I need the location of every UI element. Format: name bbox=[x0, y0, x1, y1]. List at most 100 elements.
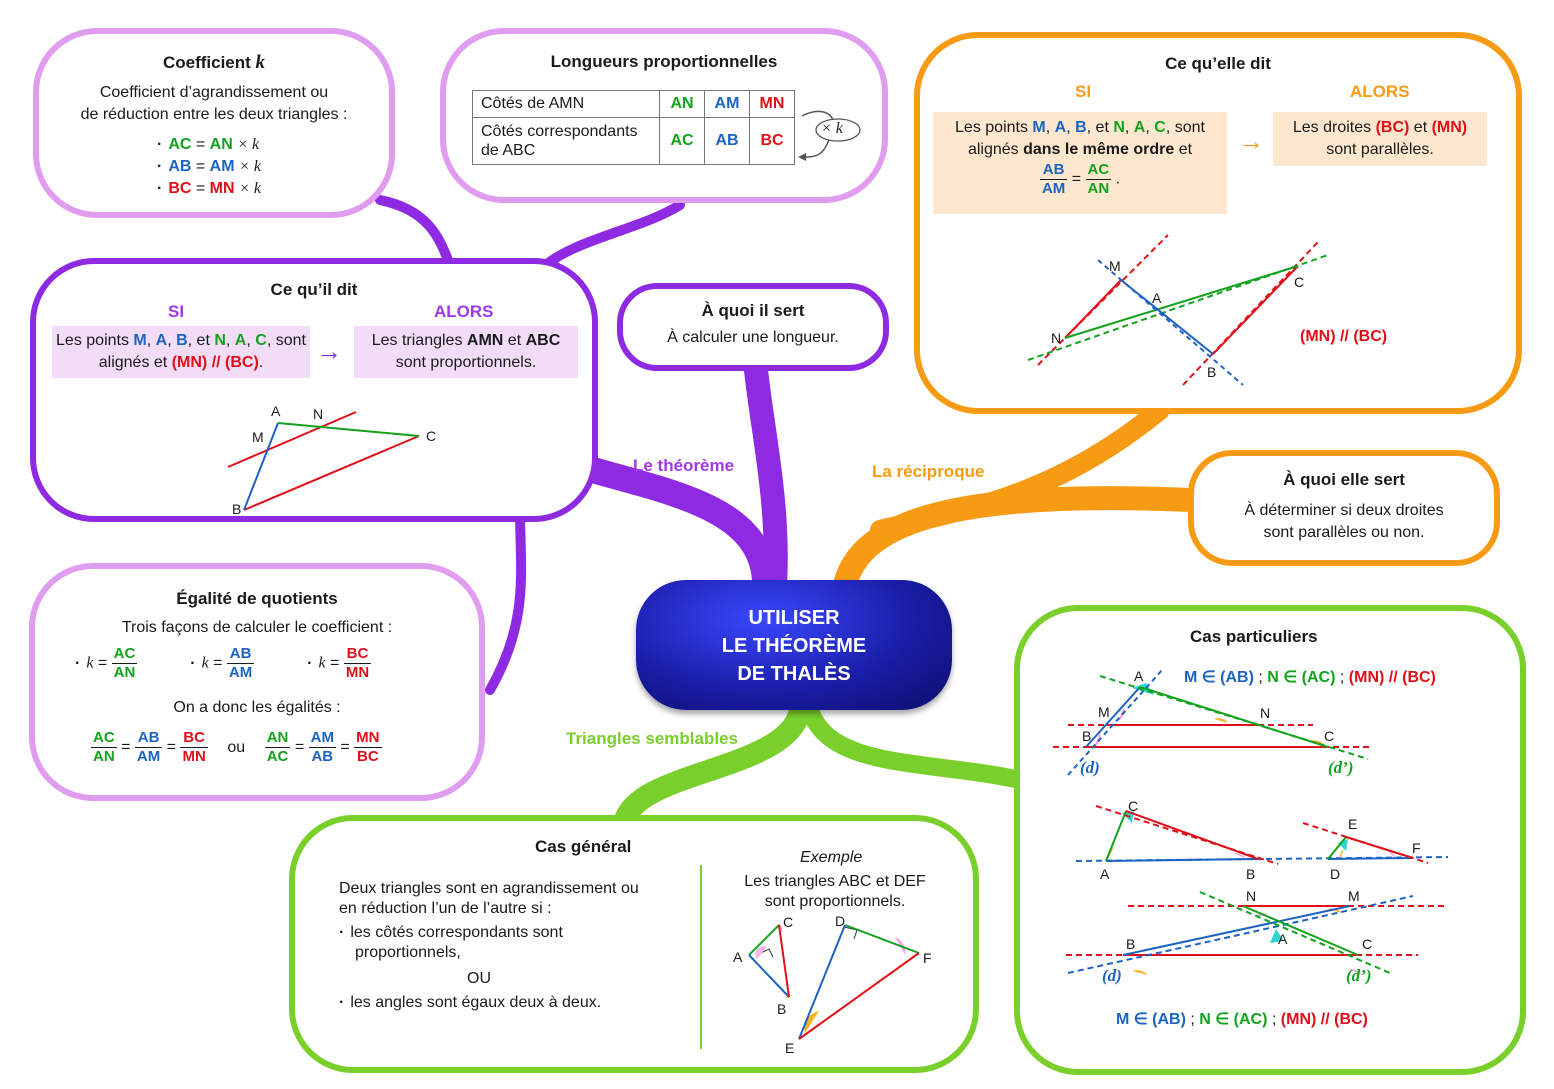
quoi-il-text: À calculer une longueur. bbox=[667, 329, 839, 346]
theoreme-figure: A N M B C bbox=[227, 403, 436, 517]
general-bullet1: ·les côtés correspondants sont bbox=[339, 924, 563, 941]
longueurs-box: Longueurs proportionnelles Côtés de AMN … bbox=[440, 28, 888, 203]
branch-coef bbox=[375, 195, 455, 270]
table-cell: AB bbox=[704, 117, 750, 165]
reciproque-si-block: Les points M, A, B, et N, A, C, sont ali… bbox=[933, 112, 1227, 214]
table-cell: BC bbox=[749, 117, 795, 165]
fig-label-a: A bbox=[271, 403, 281, 419]
coefficient-line2: de réduction entre les deux triangles : bbox=[80, 106, 348, 123]
particuliers-cond-bottom: M ∈ (AB) ; N ∈ (AC) ; (MN) // (BC) bbox=[1116, 1011, 1368, 1028]
quoi-elle-line2: sont parallèles ou non. bbox=[1263, 524, 1425, 541]
table-cell: MN bbox=[749, 90, 795, 118]
particuliers-figures: A M N B C (d) (d’) C A B E D F bbox=[1053, 668, 1449, 985]
fig-label-n: N bbox=[313, 406, 323, 422]
fig-label-f: F bbox=[923, 950, 932, 966]
fig-label-m: M bbox=[1348, 888, 1360, 904]
table-cell: AM bbox=[704, 90, 750, 118]
egalite-intro: Trois façons de calculer le coefficient … bbox=[121, 619, 393, 636]
general-line2: en réduction l’un de l’autre si : bbox=[339, 900, 552, 917]
particuliers-title: Cas particuliers bbox=[1190, 627, 1318, 646]
coef-eq-1: ·AC = AN × k bbox=[157, 136, 260, 153]
theoreme-si-label: SI bbox=[168, 302, 185, 321]
branch-ce-quelle-dit bbox=[870, 400, 1170, 540]
fig-label-a: A bbox=[1134, 668, 1144, 684]
fig-label-d-prime: (d’) bbox=[1328, 758, 1353, 777]
fig-label-d: (d) bbox=[1102, 966, 1122, 985]
general-example-line1: Les triangles ABC et DEF bbox=[744, 873, 926, 890]
egalite-donc: On a donc les égalités : bbox=[173, 699, 341, 716]
fig-label-d-prime: (d’) bbox=[1346, 966, 1371, 985]
general-ou: OU bbox=[467, 970, 491, 987]
branch-label-theoreme: Le théorème bbox=[633, 456, 735, 475]
general-figure: A C B D F E bbox=[733, 915, 932, 1055]
fig-label-a: A bbox=[1278, 931, 1288, 947]
coefficient-line1: Coefficient d’agrandissement ou bbox=[99, 84, 329, 101]
quoi-elle-line1: À déterminer si deux droites bbox=[1244, 502, 1444, 519]
branch-particuliers bbox=[801, 701, 1029, 789]
central-line1: UTILISER bbox=[748, 607, 840, 629]
fig-label-c: C bbox=[1128, 798, 1138, 814]
theoreme-arrow: → bbox=[316, 336, 342, 366]
coefficient-title: Coefficient k bbox=[39, 52, 389, 74]
fig-label-d: (d) bbox=[1080, 758, 1100, 777]
fig-label-c: C bbox=[783, 915, 793, 930]
coef-eq-2: ·AB = AM × k bbox=[157, 158, 261, 175]
table-row: Côtés correspondants de ABC AC AB BC bbox=[472, 117, 795, 165]
egalite-box: Égalité de quotients Trois façons de cal… bbox=[29, 563, 485, 801]
egalite-ou: ou bbox=[227, 738, 246, 756]
fig-label-e: E bbox=[1348, 816, 1357, 832]
table-cell: Côtés de AMN bbox=[472, 90, 660, 118]
fig-label-b: B bbox=[1082, 728, 1091, 744]
coefficient-box: Coefficient k Coefficient d’agrandisseme… bbox=[33, 28, 395, 218]
quoi-il-title: À quoi il sert bbox=[701, 301, 805, 320]
branch-label-semblables: Triangles semblables bbox=[566, 729, 738, 748]
reciproque-title: Ce qu’elle dit bbox=[1165, 54, 1271, 73]
quoi-elle-box: À quoi elle sert À déterminer si deux dr… bbox=[1188, 450, 1500, 566]
fig-label-c: C bbox=[1362, 936, 1372, 952]
quoi-elle-title: À quoi elle sert bbox=[1283, 470, 1405, 489]
branch-quoi-il bbox=[743, 348, 788, 597]
reciproque-parallel: (MN) // (BC) bbox=[1300, 328, 1388, 345]
reciproque-alors-block: Les droites (BC) et (MN) sont parallèles… bbox=[1273, 112, 1487, 166]
particuliers-cond-top: M ∈ (AB) ; N ∈ (AC) ; (MN) // (BC) bbox=[1184, 669, 1436, 686]
fig-label-m: M bbox=[252, 429, 264, 445]
particuliers-box: Cas particuliers M ∈ (AB) ; N ∈ (AC) ; (… bbox=[1014, 605, 1526, 1075]
table-cell: AN bbox=[659, 90, 705, 118]
general-title: Cas général bbox=[535, 837, 632, 856]
general-example-line2: sont proportionnels. bbox=[764, 893, 906, 910]
general-divider bbox=[700, 865, 702, 1049]
fig-label-e: E bbox=[785, 1040, 794, 1055]
fig-label-b: B bbox=[232, 501, 241, 517]
fig-label-n: N bbox=[1051, 330, 1061, 346]
general-line1: Deux triangles sont en agrandissement ou bbox=[339, 880, 639, 897]
fig-label-n: N bbox=[1260, 705, 1270, 721]
quoi-il-box: À quoi il sert À calculer une longueur. bbox=[617, 283, 889, 371]
coefficient-title-text: Coefficient bbox=[162, 53, 251, 72]
theoreme-title: Ce qu’il dit bbox=[270, 280, 358, 299]
fig-label-c: C bbox=[426, 428, 436, 444]
table-row: Côtés de AMN AN AM MN bbox=[472, 90, 795, 118]
reciproque-arrow: → bbox=[1238, 126, 1264, 156]
branch-egalite bbox=[485, 505, 527, 695]
branch-reciproque bbox=[833, 486, 1202, 597]
fig-label-b: B bbox=[1126, 936, 1135, 952]
longueurs-table: Côtés de AMN AN AM MN Côtés correspondan… bbox=[472, 90, 795, 165]
general-bullet1-cont: proportionnels, bbox=[355, 944, 461, 961]
fig-label-b: B bbox=[1246, 866, 1255, 882]
fig-label-b: B bbox=[1207, 364, 1216, 380]
fig-label-a: A bbox=[1152, 290, 1162, 306]
fig-label-m: M bbox=[1109, 258, 1121, 274]
reciproque-figure: M A N C B bbox=[1027, 234, 1329, 386]
fig-label-c: C bbox=[1294, 274, 1304, 290]
reciproque-alors-label: ALORS bbox=[1350, 82, 1410, 101]
central-node[interactable]: UTILISER LE THÉORÈME DE THALÈS bbox=[636, 580, 952, 710]
theoreme-alors-label: ALORS bbox=[434, 302, 494, 321]
central-line3: DE THALÈS bbox=[737, 663, 851, 685]
fig-label-m: M bbox=[1098, 704, 1110, 720]
egalite-title: Égalité de quotients bbox=[176, 589, 338, 608]
reciproque-si-label: SI bbox=[1075, 82, 1092, 101]
